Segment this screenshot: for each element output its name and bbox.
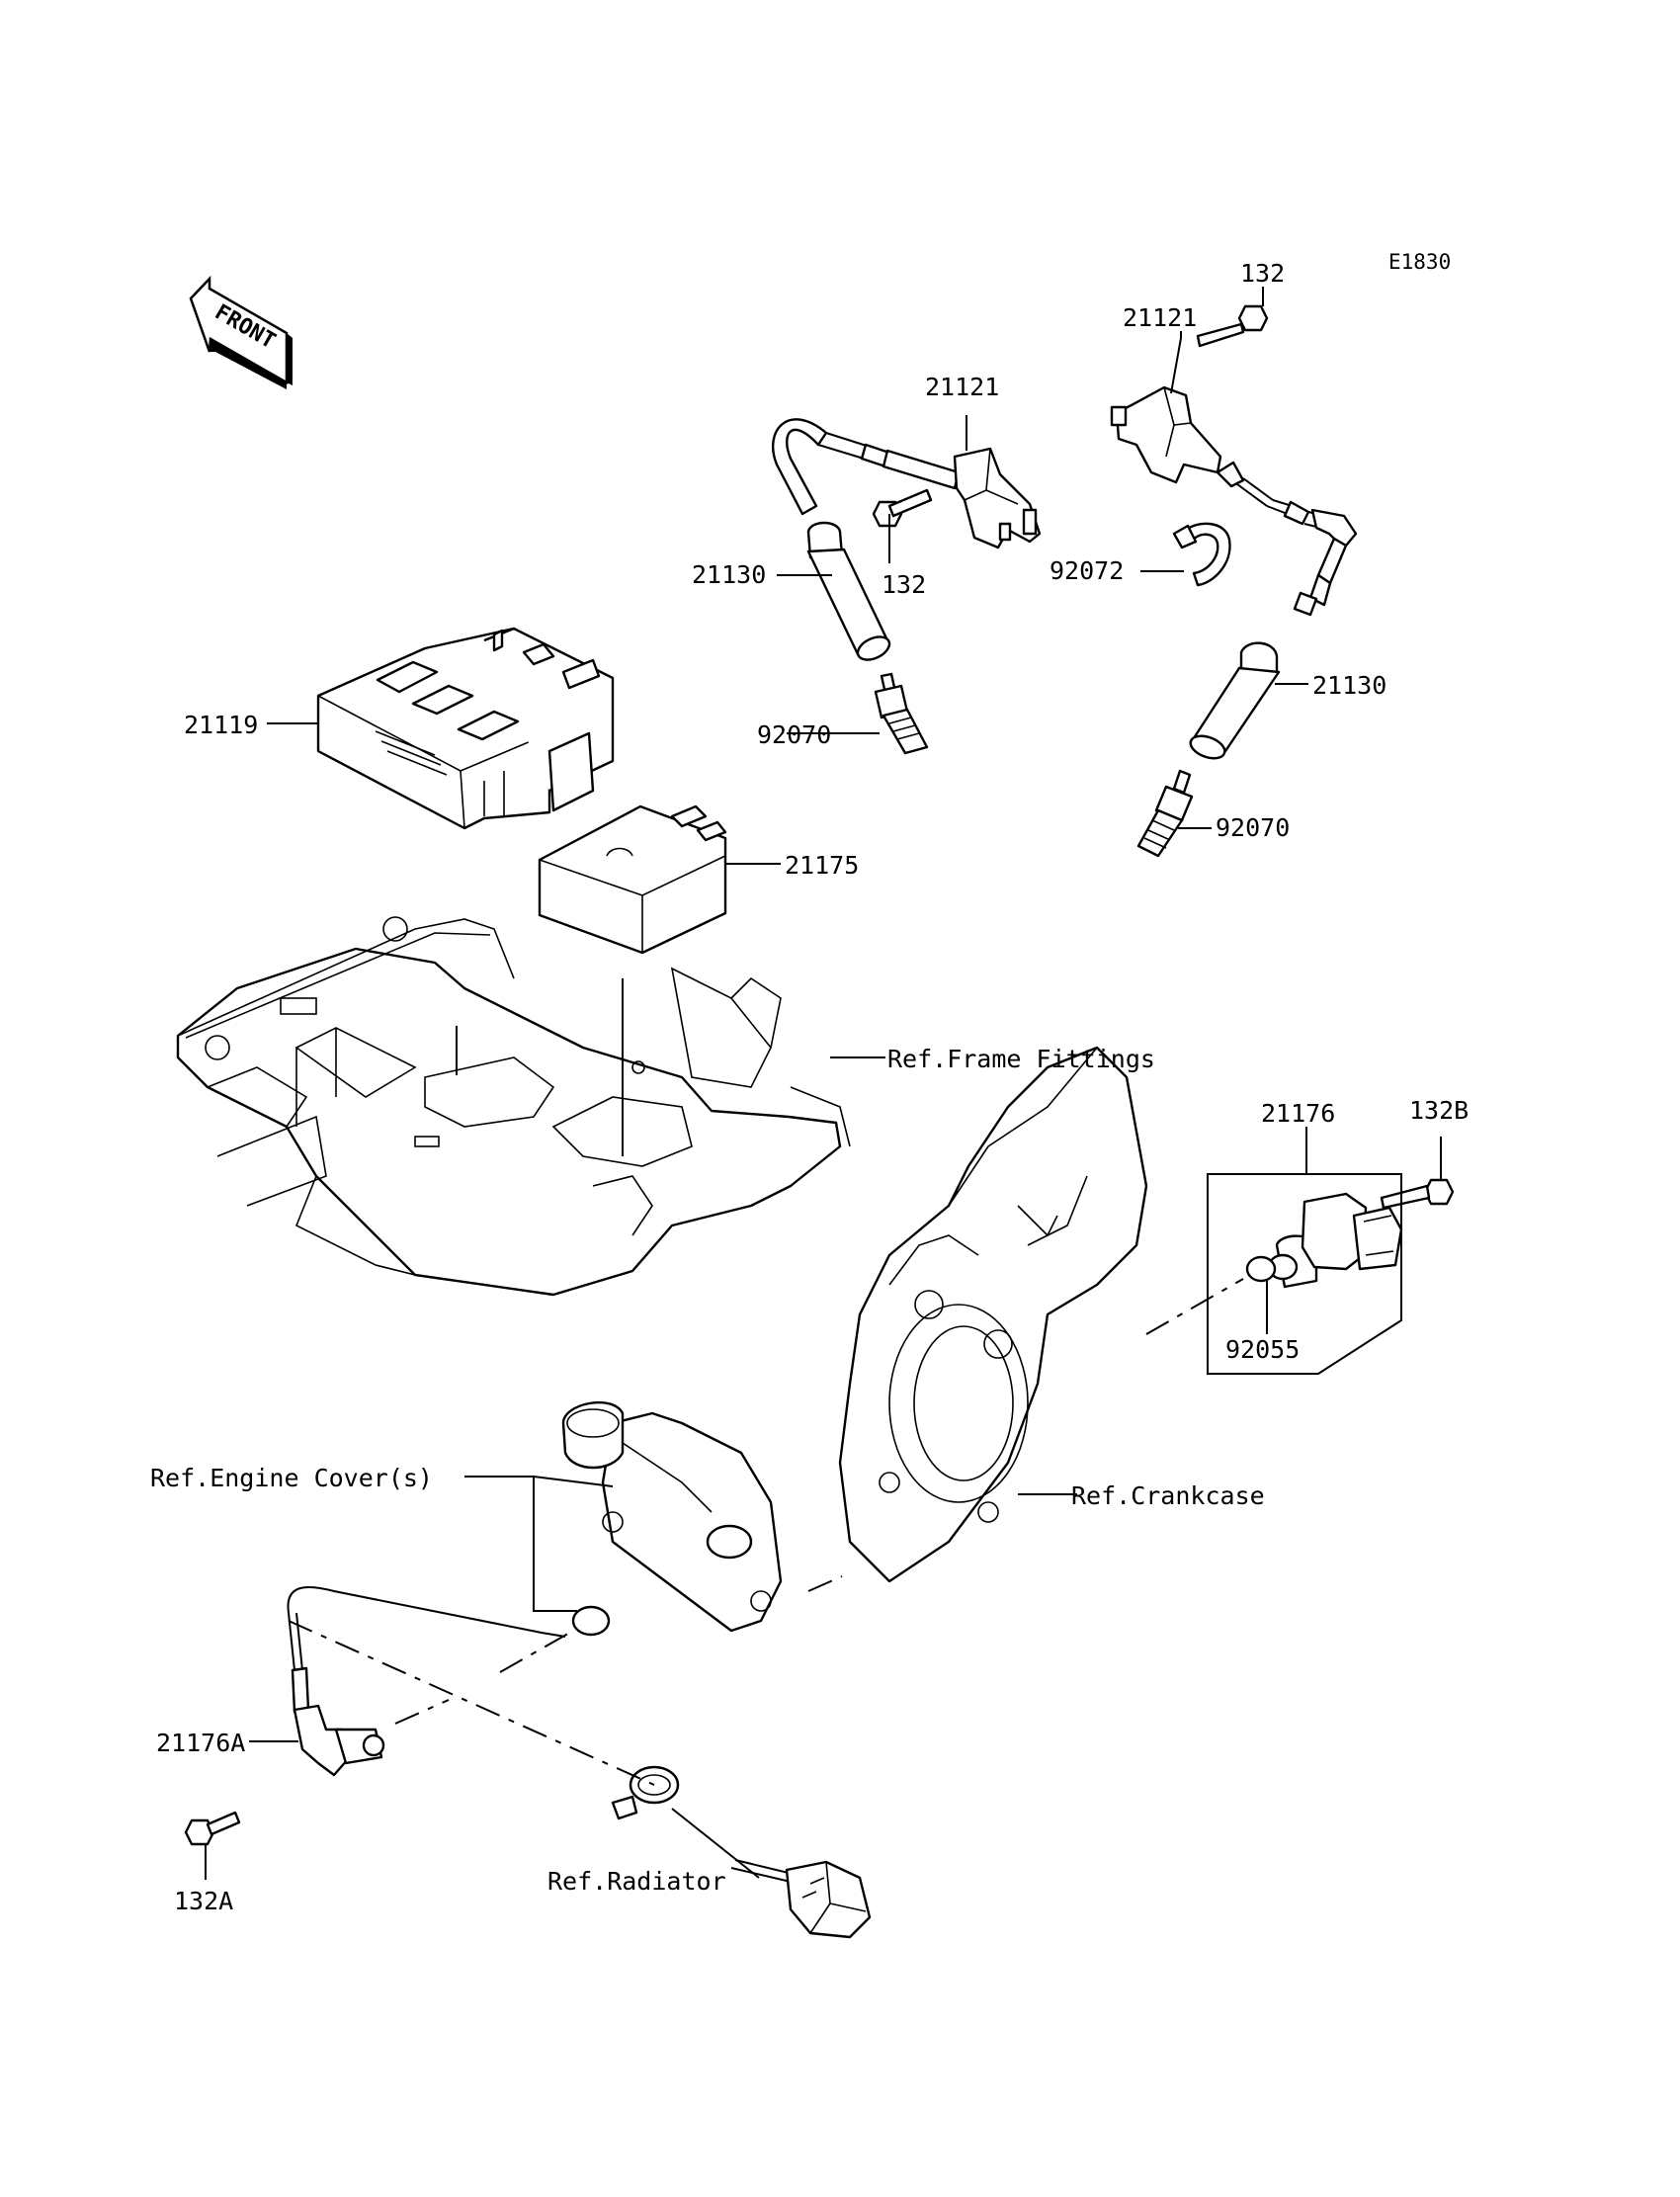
label-132A: 132A (174, 1887, 233, 1915)
leader-lines (205, 287, 1442, 1880)
label-21119: 21119 (184, 711, 258, 739)
bolt-132B (1380, 1178, 1455, 1210)
diagram-code: E1830 (1388, 250, 1451, 274)
label-132-left: 132 (882, 570, 926, 599)
hose-clamp-92072 (1172, 522, 1231, 587)
front-arrow-icon: FRONT (189, 275, 293, 389)
connector-plug (730, 1859, 872, 1939)
bolt-132A (184, 1811, 241, 1846)
plug-cap-right (1189, 641, 1281, 760)
sensor-21176 (1267, 1192, 1403, 1289)
label-21176A: 21176A (156, 1729, 245, 1757)
spark-plug-left (874, 672, 929, 755)
label-132-top: 132 (1240, 259, 1285, 288)
module-21175 (538, 804, 727, 955)
plug-cap-left (806, 521, 891, 661)
label-21121-left: 21121 (925, 373, 999, 401)
sensor-21176A (287, 1585, 566, 1777)
ignition-coil-right (1110, 385, 1358, 617)
label-ref-radiator: Ref.Radiator (547, 1867, 726, 1896)
alignment-lines (288, 1278, 1244, 1786)
label-132B: 132B (1409, 1096, 1469, 1125)
label-21121-right: 21121 (1123, 303, 1197, 332)
bolt-132-top (1196, 304, 1269, 348)
label-92070-right: 92070 (1216, 813, 1290, 842)
engine-cover (561, 1400, 783, 1633)
label-ref-frame-fittings: Ref.Frame Fittings (887, 1045, 1155, 1073)
spark-plug-right (1136, 769, 1194, 858)
bolt-132-left (872, 488, 933, 528)
label-21130-left: 21130 (692, 560, 766, 589)
label-ref-engine-cover: Ref.Engine Cover(s) (150, 1464, 433, 1492)
label-92070-left: 92070 (757, 720, 831, 749)
label-92055: 92055 (1225, 1335, 1300, 1364)
label-92072: 92072 (1050, 556, 1124, 585)
o-ring-engine-cover (571, 1605, 611, 1637)
label-21130-right: 21130 (1312, 671, 1386, 700)
radiator-clamp (611, 1765, 680, 1820)
frame-tray (176, 916, 851, 1297)
label-ref-crankcase: Ref.Crankcase (1071, 1481, 1265, 1510)
ecu-21119 (316, 627, 615, 830)
label-21176: 21176 (1261, 1099, 1335, 1128)
o-ring-92055 (1245, 1255, 1277, 1283)
ignition-coil-left (772, 418, 1042, 549)
label-21175: 21175 (785, 851, 859, 880)
crankcase (838, 1046, 1148, 1583)
